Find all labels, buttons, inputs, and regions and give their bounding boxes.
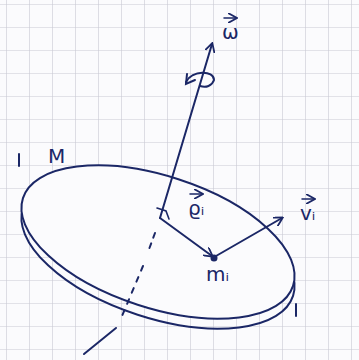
hidden-axis xyxy=(122,266,143,316)
angular-velocity-label: ω xyxy=(222,22,239,42)
axis-line xyxy=(84,328,116,354)
vector-arrow-mark xyxy=(190,193,202,195)
vector-arrow-mark xyxy=(224,17,236,19)
rotation-curl xyxy=(186,73,214,87)
point-mass xyxy=(211,255,218,262)
vector-arrow-mark xyxy=(302,198,314,200)
rim-edge xyxy=(295,304,297,316)
body-mass-label: M xyxy=(48,146,65,166)
rho-vector xyxy=(160,218,212,256)
rotation-curl-head xyxy=(186,74,195,84)
hidden-axis xyxy=(148,233,155,252)
omega-axis-vector xyxy=(160,44,212,218)
right-angle-mark xyxy=(157,208,169,219)
position-vector-label: ϱᵢ xyxy=(188,198,204,218)
velocity-vector xyxy=(216,218,282,256)
point-mass-label: mᵢ xyxy=(206,264,229,284)
velocity-label: vᵢ xyxy=(300,203,315,223)
rim-edge xyxy=(18,154,20,166)
disk-top-face xyxy=(3,135,314,348)
